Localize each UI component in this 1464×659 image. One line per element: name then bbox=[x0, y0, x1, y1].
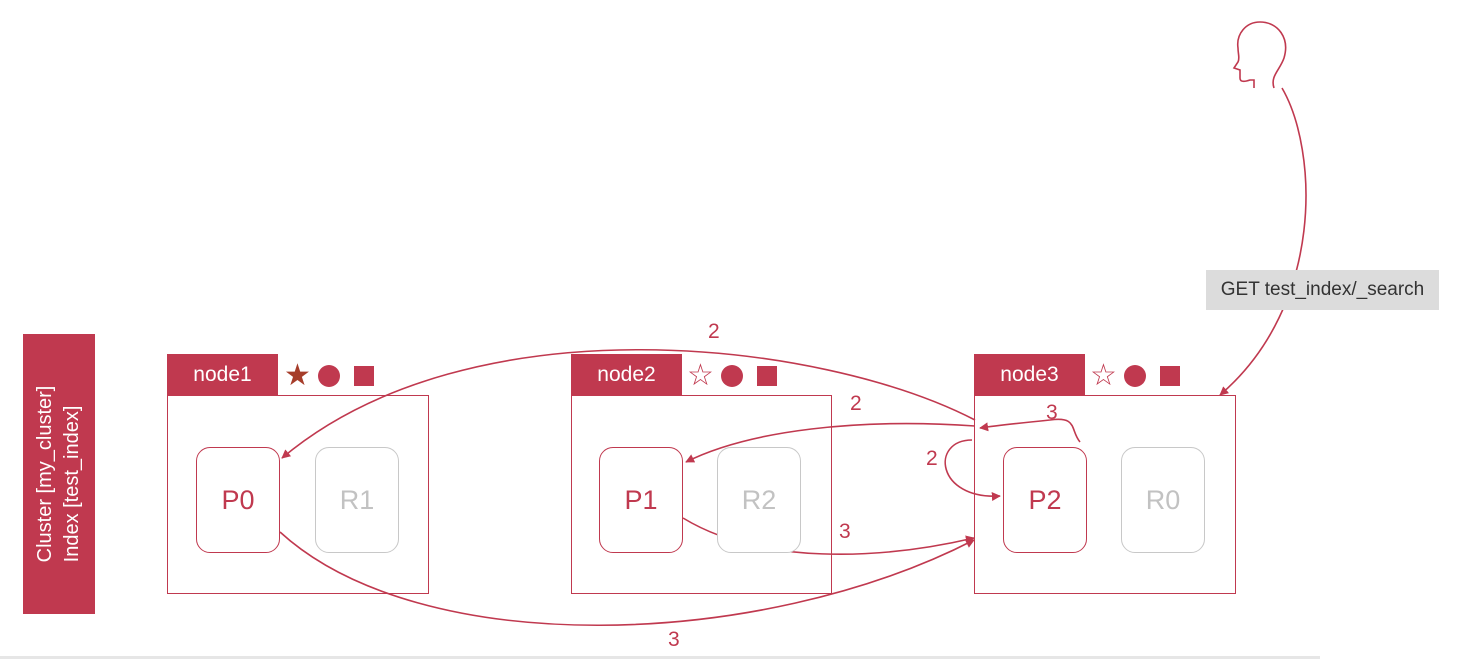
star-outline-icon: ☆ bbox=[1090, 359, 1117, 392]
arrow-p2-to-node3 bbox=[979, 418, 1081, 443]
square-icon bbox=[354, 366, 374, 386]
step-label-to-p2: 2 bbox=[926, 447, 938, 470]
node2-roles: ☆ bbox=[687, 359, 782, 392]
bottom-divider bbox=[0, 656, 1320, 659]
square-icon bbox=[1160, 366, 1180, 386]
client-request-arrow bbox=[1219, 87, 1307, 396]
arrow-p0-to-node3 bbox=[279, 531, 975, 627]
step-label-from-p2: 3 bbox=[1046, 401, 1058, 424]
index-name: Index [test_index] bbox=[61, 405, 83, 563]
circle-icon bbox=[1124, 365, 1146, 387]
shard-r2: R2 bbox=[717, 447, 801, 553]
arrow-node3-to-p1 bbox=[685, 422, 976, 463]
node-box-node2 bbox=[571, 395, 832, 594]
node-label-node1: node1 bbox=[167, 354, 278, 396]
user-head-icon bbox=[1232, 21, 1287, 89]
request-label: GET test_index/_search bbox=[1206, 270, 1439, 310]
step-label-from-p1: 3 bbox=[839, 520, 851, 543]
arrow-node3-to-p2 bbox=[944, 439, 1001, 501]
shard-p0: P0 bbox=[196, 447, 280, 553]
node1-roles: ★ bbox=[284, 359, 379, 392]
arrow-p1-to-node3 bbox=[682, 517, 975, 555]
step-label-to-p0: 2 bbox=[708, 320, 720, 343]
shard-r1: R1 bbox=[315, 447, 399, 553]
shard-p2: P2 bbox=[1003, 447, 1087, 553]
node-label-node3: node3 bbox=[974, 354, 1085, 396]
step-label-from-p0: 3 bbox=[668, 628, 680, 651]
node-box-node3 bbox=[974, 395, 1236, 594]
circle-icon bbox=[318, 365, 340, 387]
arrow-node3-to-p0 bbox=[281, 348, 976, 459]
node-label-node2: node2 bbox=[571, 354, 682, 396]
shard-r0: R0 bbox=[1121, 447, 1205, 553]
cluster-label: Cluster [my_cluster] Index [test_index] bbox=[23, 334, 95, 614]
circle-icon bbox=[721, 365, 743, 387]
square-icon bbox=[757, 366, 777, 386]
star-icon: ★ bbox=[284, 359, 311, 392]
node3-roles: ☆ bbox=[1090, 359, 1185, 392]
shard-p1: P1 bbox=[599, 447, 683, 553]
cluster-name: Cluster [my_cluster] bbox=[34, 385, 56, 563]
node-box-node1 bbox=[167, 395, 429, 594]
star-outline-icon: ☆ bbox=[687, 359, 714, 392]
step-label-to-p1: 2 bbox=[850, 392, 862, 415]
